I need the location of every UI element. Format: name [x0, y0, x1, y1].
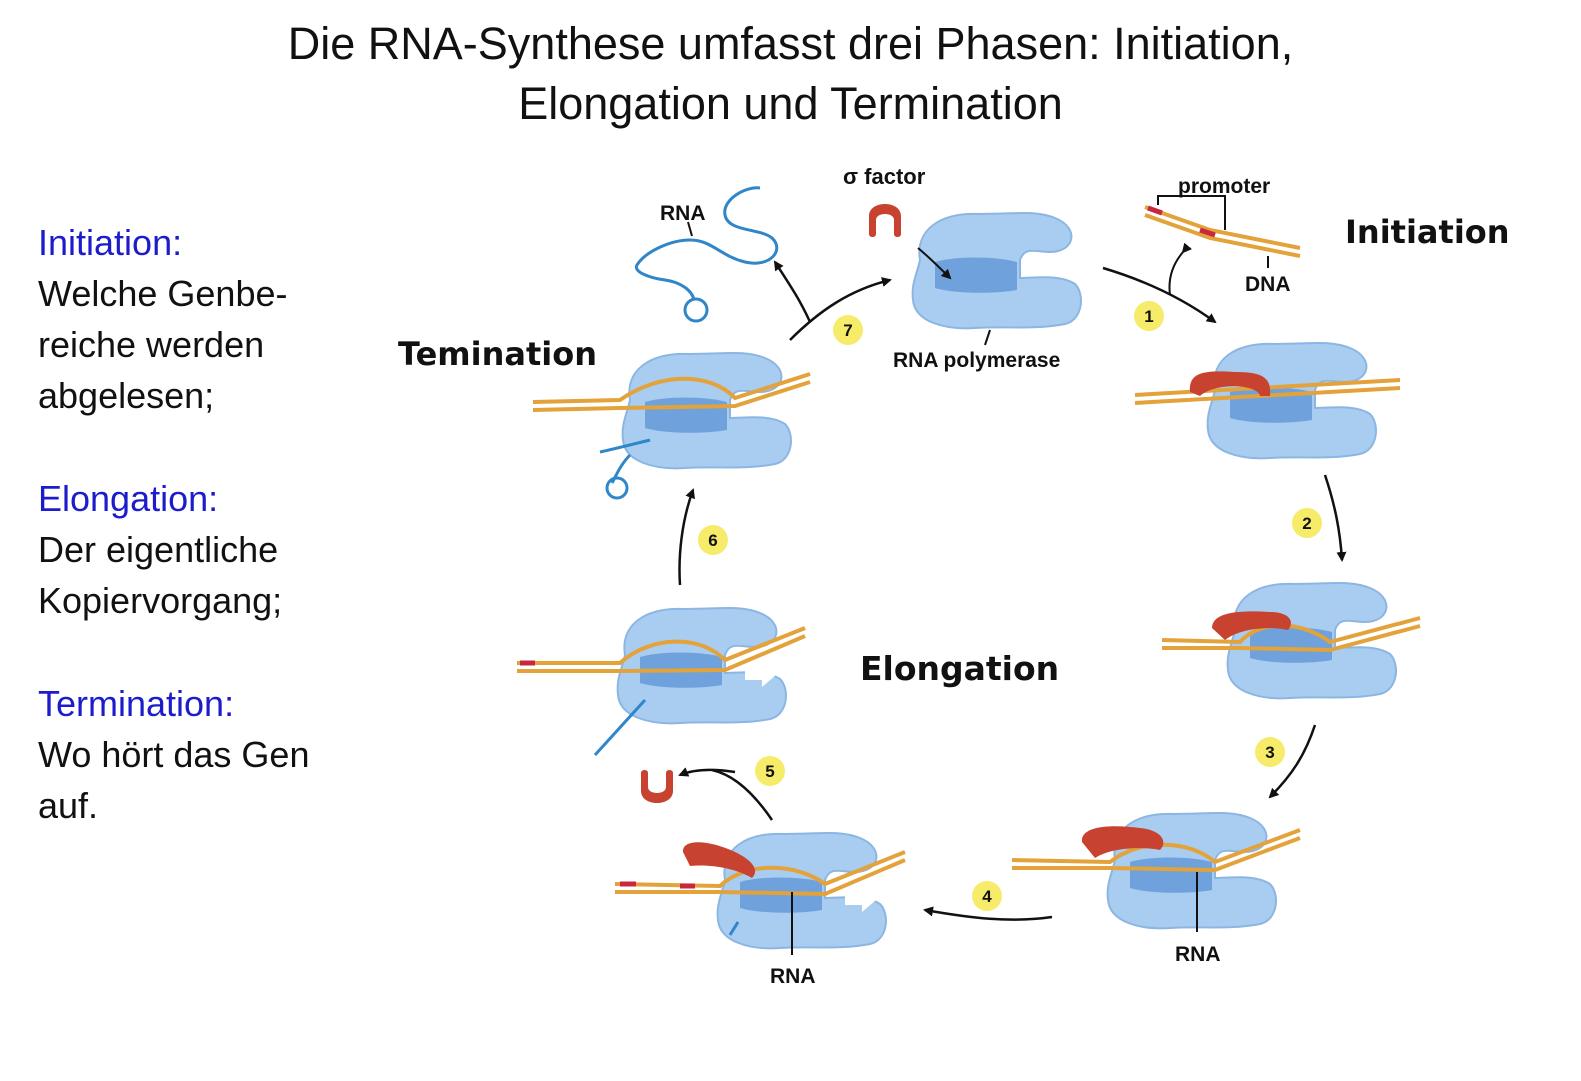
termination-heading: Termination:	[38, 683, 235, 724]
sigma-factor-free	[869, 204, 901, 237]
step-badge	[755, 756, 785, 786]
step-badge	[698, 525, 728, 555]
termination-complex	[532, 352, 811, 500]
elongation-text-line: Kopiervorgang;	[38, 580, 283, 621]
promoter-escape-complex	[614, 832, 906, 950]
sidebar-termination: Termination: Wo hört das Gen auf.	[38, 678, 309, 831]
promoter-dna	[1144, 195, 1301, 258]
step-badge	[1134, 301, 1164, 331]
sidebar-initiation: Initiation: Welche Genbe- reiche werden …	[38, 217, 287, 421]
initiation-heading: Initiation:	[38, 222, 183, 263]
phase-initiation-label: Initiation	[1345, 213, 1510, 251]
step-number: 4	[982, 887, 992, 906]
title-line-2: Elongation und Termination	[518, 78, 1063, 129]
dna-label: DNA	[1245, 273, 1291, 296]
initial-transcription-complex	[1011, 812, 1301, 930]
step-badge	[833, 315, 863, 345]
rna-label-step3: RNA	[1175, 943, 1221, 966]
step-number: 7	[843, 321, 852, 340]
step-badge	[972, 881, 1002, 911]
open-complex	[1161, 582, 1421, 700]
promoter-label: promoter	[1178, 175, 1270, 198]
closed-complex	[1134, 342, 1401, 460]
rna-polymerase-free	[911, 212, 1082, 330]
initiation-text-line: abgelesen;	[38, 375, 215, 416]
elongation-complex	[517, 607, 806, 757]
phase-termination-label: Temination	[398, 335, 597, 373]
initiation-text-line: Welche Genbe-	[38, 273, 288, 314]
step-number: 5	[765, 762, 774, 781]
step-number: 2	[1302, 514, 1311, 533]
title-line-1: Die RNA-Synthese umfasst drei Phasen: In…	[287, 18, 1294, 69]
termination-text-line: Wo hört das Gen	[38, 734, 310, 775]
termination-text-line: auf.	[38, 785, 99, 826]
released-rna	[634, 186, 779, 323]
elongation-heading: Elongation:	[38, 478, 219, 519]
sidebar-elongation: Elongation: Der eigentliche Kopiervorgan…	[38, 473, 282, 626]
elongation-text-line: Der eigentliche	[38, 529, 279, 570]
sigma-factor-label: σ factor	[843, 164, 926, 189]
page-title: Die RNA-Synthese umfasst drei Phasen: In…	[0, 14, 1581, 134]
rna-label-released: RNA	[660, 202, 706, 225]
step-number: 6	[708, 531, 717, 550]
rna-label-step4: RNA	[770, 965, 816, 988]
step-badge	[1255, 737, 1285, 767]
step-number: 3	[1265, 743, 1274, 762]
step-number: 1	[1144, 307, 1153, 326]
initiation-text-line: reiche werden	[38, 324, 265, 365]
step-badge	[1292, 508, 1322, 538]
sigma-factor-released	[641, 770, 673, 803]
rna-polymerase-label: RNA polymerase	[893, 349, 1060, 372]
phase-elongation-label: Elongation	[860, 649, 1059, 688]
